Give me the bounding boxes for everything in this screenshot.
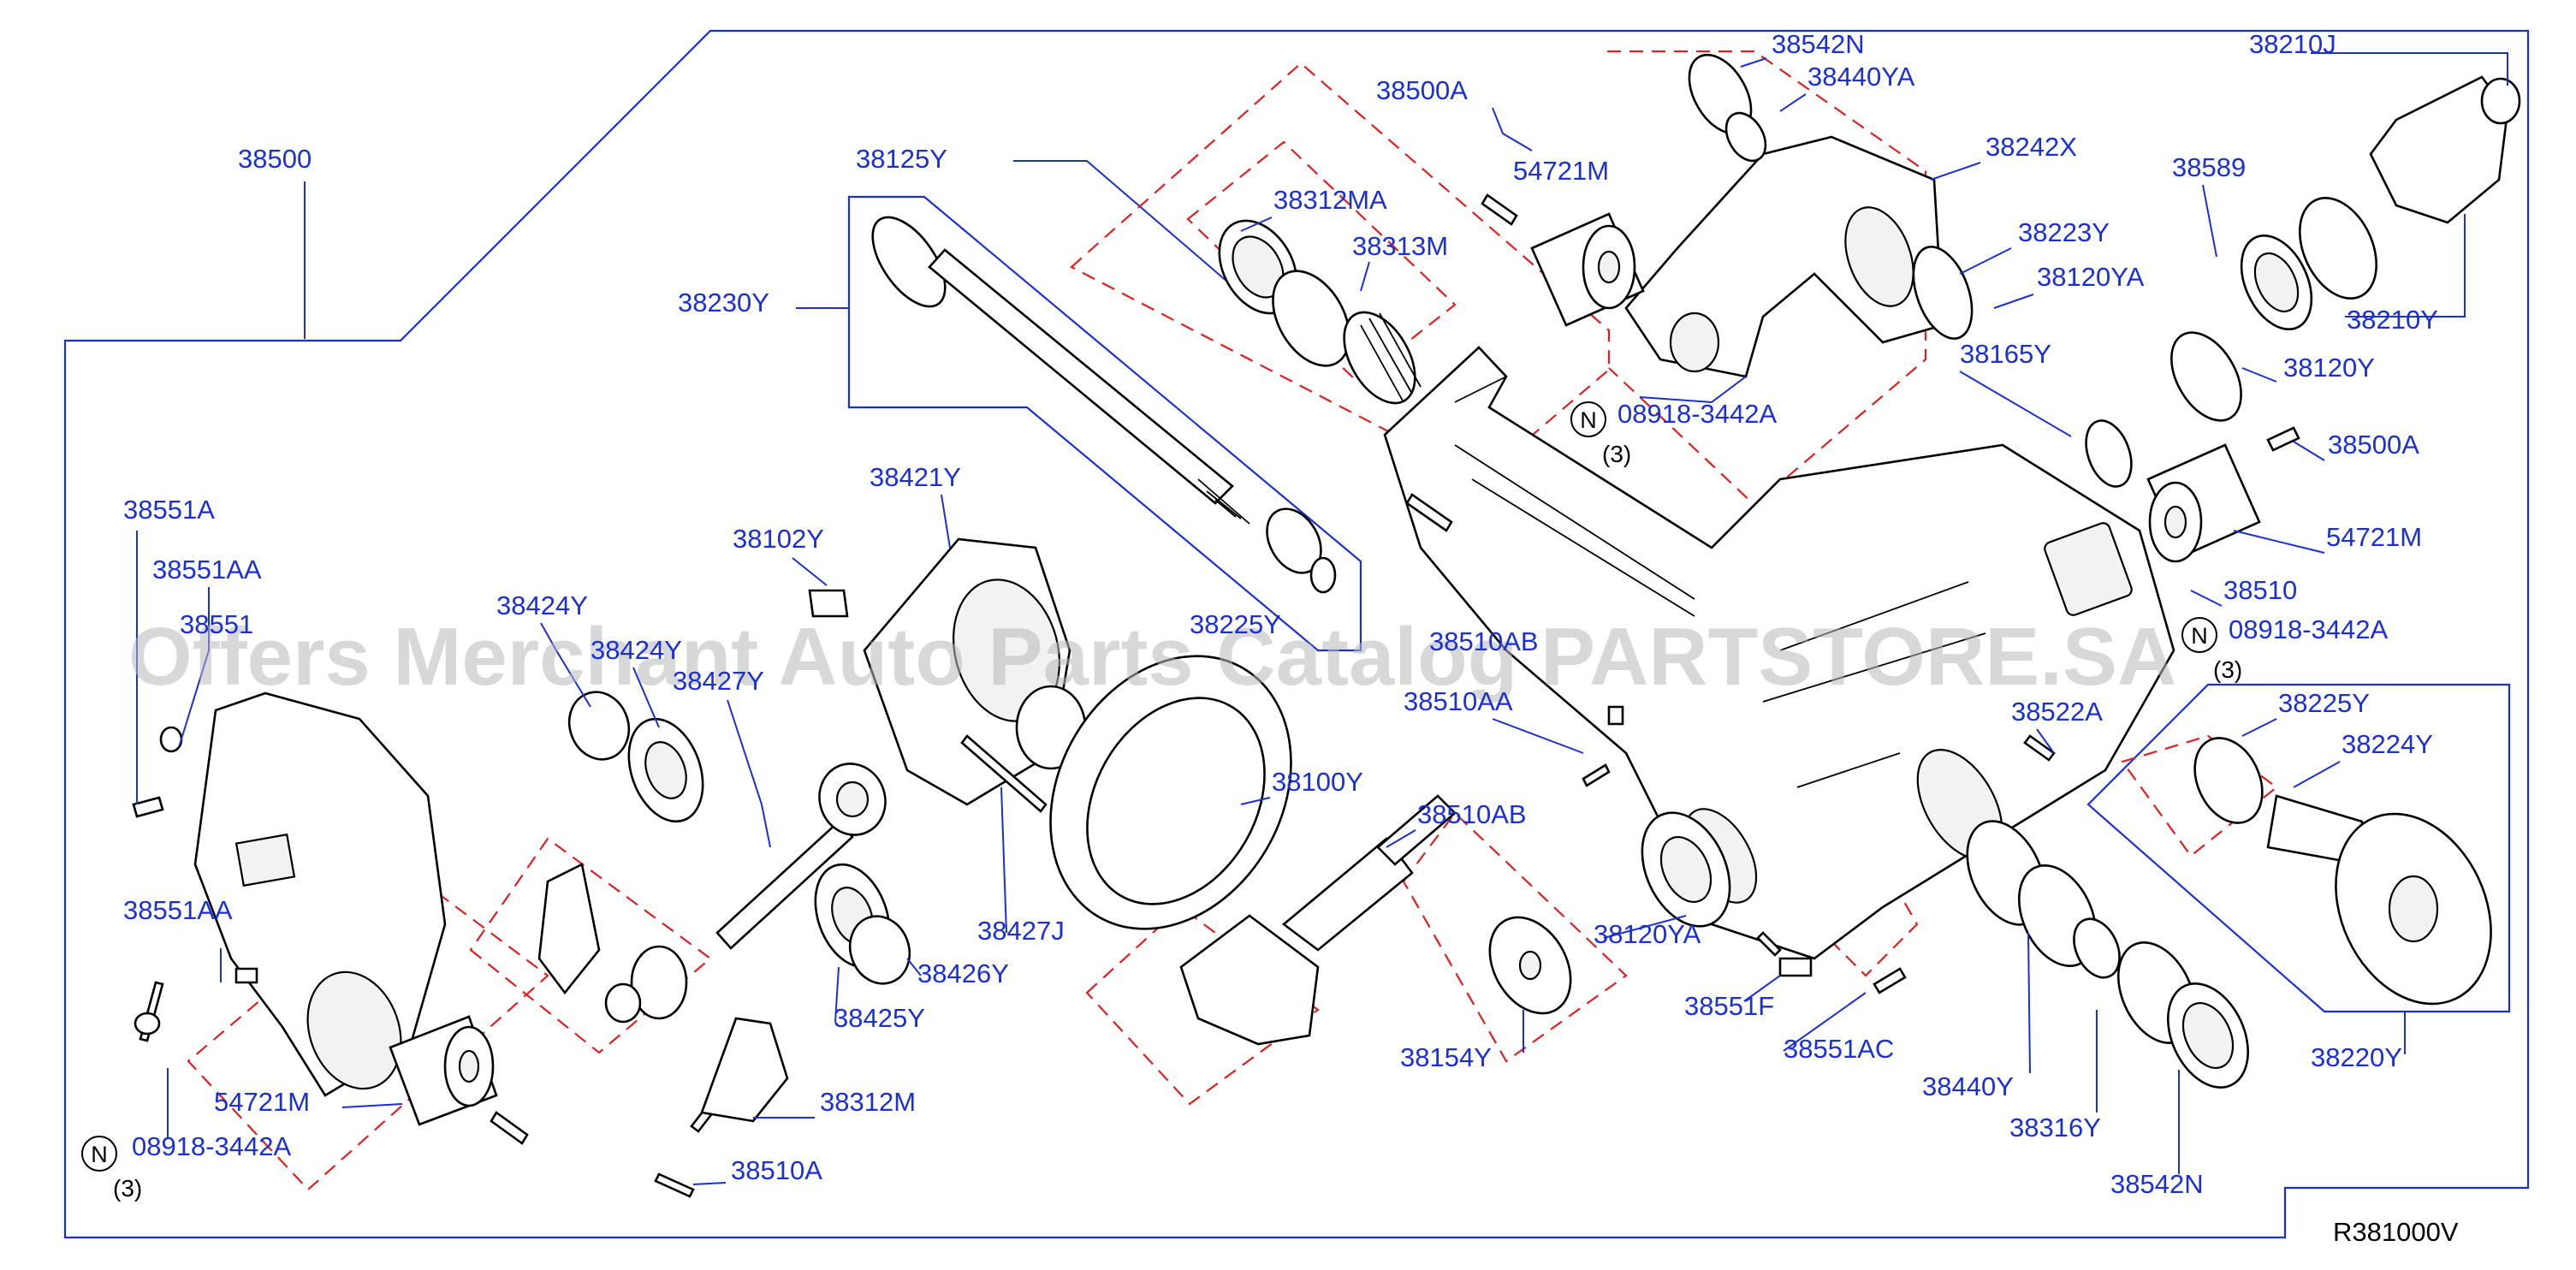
new-part-markers: N(3)N(3)N(3) bbox=[81, 401, 2242, 1202]
axle-shaft-group-frame bbox=[847, 195, 1362, 652]
assembly-frame bbox=[63, 29, 2530, 1239]
part-label[interactable]: 54721M bbox=[1513, 156, 1609, 186]
part-label[interactable]: 38223Y bbox=[2018, 217, 2110, 247]
new-part-marker: N(3) bbox=[1570, 401, 1631, 467]
part-label[interactable]: 38551AA bbox=[152, 555, 262, 585]
new-part-marker: N(3) bbox=[81, 1136, 142, 1202]
part-label[interactable]: 38426Y bbox=[917, 958, 1009, 988]
new-part-circle bbox=[81, 1136, 117, 1172]
part-label[interactable]: 38210Y bbox=[2347, 305, 2438, 335]
part-label[interactable]: 38427J bbox=[977, 916, 1065, 946]
explode-outline-side bbox=[469, 837, 712, 1054]
drive-pinion bbox=[1179, 794, 1572, 1046]
part-label[interactable]: 38551 bbox=[180, 609, 253, 639]
watermark-text: Offers Merchant Auto Parts Catalog PARTS… bbox=[128, 611, 2176, 703]
quantity-note: (3) bbox=[1602, 441, 1631, 467]
part-label[interactable]: 38440Y bbox=[1922, 1071, 2014, 1101]
part-label[interactable]: 38316Y bbox=[2009, 1113, 2101, 1142]
quantity-note: (3) bbox=[113, 1175, 142, 1202]
part-label[interactable]: 38510A bbox=[731, 1155, 822, 1185]
spacer-and-bushing-right bbox=[2085, 419, 2300, 563]
part-label[interactable]: 38313M bbox=[1352, 231, 1448, 261]
explode-outline-upper bbox=[1070, 62, 1611, 481]
part-label[interactable]: 38551AC bbox=[1784, 1034, 1894, 1064]
part-label[interactable]: 38230Y bbox=[678, 288, 769, 318]
pinion-bearing-stack bbox=[1641, 811, 2249, 1089]
output-flange bbox=[2193, 737, 2492, 1006]
part-label[interactable]: 38510AB bbox=[1429, 626, 1539, 656]
part-label[interactable]: 38522A bbox=[2011, 697, 2103, 727]
part-label[interactable]: 54721M bbox=[2326, 522, 2422, 552]
leader-lines bbox=[136, 52, 2508, 1185]
part-label[interactable]: 38425Y bbox=[834, 1003, 925, 1033]
part-label[interactable]: 38165Y bbox=[1960, 339, 2051, 369]
new-part-marker: N(3) bbox=[2181, 617, 2242, 683]
part-label[interactable]: 38210J bbox=[2249, 29, 2336, 59]
new-part-symbol: N bbox=[1580, 407, 1597, 433]
part-label[interactable]: 38100Y bbox=[1272, 767, 1363, 797]
axle-tube-housing bbox=[1383, 346, 2175, 960]
part-label[interactable]: 38427Y bbox=[673, 666, 764, 696]
part-label[interactable]: 38500 bbox=[238, 144, 312, 174]
part-label[interactable]: 38424Y bbox=[591, 635, 682, 665]
part-label[interactable]: 38125Y bbox=[856, 144, 947, 174]
part-label[interactable]: 08918-3442A bbox=[1617, 399, 1777, 429]
part-label[interactable]: 38551AA bbox=[123, 895, 233, 925]
part-label[interactable]: 38551F bbox=[1684, 991, 1774, 1021]
part-label[interactable]: 38224Y bbox=[2342, 729, 2433, 759]
part-label[interactable]: 38102Y bbox=[733, 524, 824, 554]
new-part-symbol: N bbox=[2191, 623, 2208, 649]
rear-cover-part bbox=[132, 691, 447, 1097]
part-label[interactable]: 38312MA bbox=[1273, 185, 1387, 215]
part-label[interactable]: 38510 bbox=[2223, 575, 2297, 605]
part-label[interactable]: 38225Y bbox=[2278, 688, 2370, 718]
ring-gear bbox=[1049, 655, 1292, 930]
part-label[interactable]: 38500A bbox=[1376, 75, 1468, 105]
part-label[interactable]: 38424Y bbox=[496, 590, 588, 620]
explode-outline-pinion-2 bbox=[1402, 811, 1628, 1063]
part-label[interactable]: 38154Y bbox=[1400, 1042, 1492, 1072]
part-label[interactable]: 38589 bbox=[2172, 152, 2246, 182]
side-gear-set bbox=[537, 691, 911, 1024]
quantity-note: (3) bbox=[2213, 656, 2242, 683]
explode-outline-bearing bbox=[1830, 862, 1919, 977]
part-label[interactable]: 38542N bbox=[1772, 29, 1865, 59]
part-label[interactable]: 38500A bbox=[2328, 430, 2419, 460]
mount-bushing-bottom-left bbox=[389, 1015, 529, 1145]
companion-flange-right bbox=[2170, 75, 2521, 422]
part-label[interactable]: 38551A bbox=[123, 495, 215, 525]
explode-outline-pinion bbox=[1085, 905, 1320, 1106]
differential-case bbox=[808, 537, 1087, 813]
part-label[interactable]: 38312M bbox=[820, 1087, 916, 1117]
part-label[interactable]: 38542N bbox=[2110, 1169, 2204, 1199]
part-label[interactable]: 08918-3442A bbox=[2229, 614, 2388, 644]
fastener-set bbox=[654, 493, 2056, 1198]
part-label[interactable]: 38120YA bbox=[1594, 919, 1701, 949]
part-label[interactable]: 38225Y bbox=[1190, 609, 1281, 639]
diagram-code: R381000V bbox=[2333, 1217, 2459, 1247]
part-label[interactable]: 38242X bbox=[1985, 132, 2077, 162]
part-label[interactable]: 38120Y bbox=[2283, 353, 2375, 383]
part-label[interactable]: 38421Y bbox=[870, 462, 961, 492]
flange-group-frame bbox=[2086, 683, 2511, 1013]
part-label[interactable]: 54721M bbox=[214, 1087, 310, 1117]
new-part-symbol: N bbox=[91, 1142, 108, 1167]
seal-bearing-stack bbox=[1218, 219, 1422, 405]
right-housing-bracket bbox=[1624, 53, 1974, 378]
explode-outline-flange bbox=[2121, 734, 2278, 858]
new-part-circle bbox=[2181, 617, 2217, 653]
part-label[interactable]: 38510AB bbox=[1417, 799, 1527, 829]
axle-shaft-part bbox=[871, 216, 1337, 594]
mount-bushing-top bbox=[1481, 193, 1645, 327]
part-label[interactable]: 08918-3442A bbox=[132, 1131, 291, 1161]
new-part-circle bbox=[1570, 401, 1606, 437]
part-label[interactable]: 38120YA bbox=[2037, 262, 2145, 292]
part-label[interactable]: 38510AA bbox=[1404, 686, 1513, 716]
part-label[interactable]: 38220Y bbox=[2311, 1042, 2402, 1072]
part-label[interactable]: 38440YA bbox=[1807, 62, 1915, 92]
